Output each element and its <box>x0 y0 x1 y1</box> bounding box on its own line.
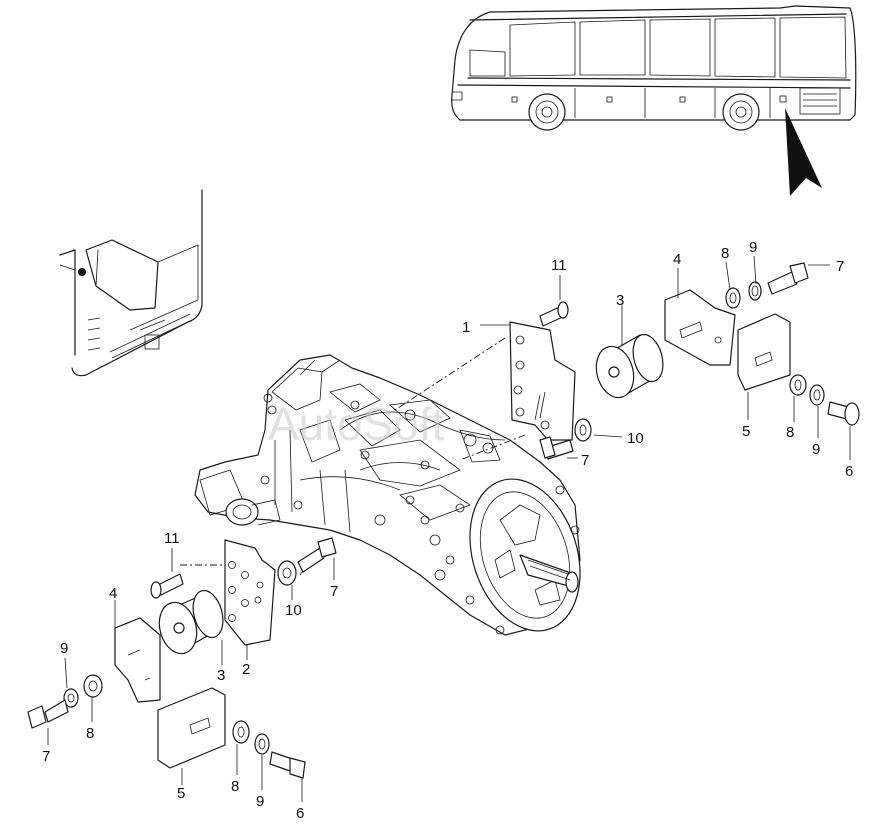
callout-7-mid-left: 7 <box>330 583 338 600</box>
callout-7-left: 7 <box>42 748 50 765</box>
right-mount-group <box>394 255 860 461</box>
callout-8-left: 8 <box>86 725 94 742</box>
location-arrow <box>785 108 822 196</box>
callout-8-right: 8 <box>786 424 794 441</box>
callout-5-right: 5 <box>742 423 750 440</box>
callout-9-left: 9 <box>60 640 68 657</box>
callout-2: 2 <box>242 661 250 678</box>
callout-10-left: 10 <box>285 602 302 619</box>
callout-4-left: 4 <box>109 585 117 602</box>
left-mount-group <box>27 537 337 802</box>
callout-5-left: 5 <box>177 785 185 802</box>
callout-11-right: 11 <box>551 257 567 274</box>
callout-1: 1 <box>462 319 470 336</box>
callout-9-top: 9 <box>749 239 757 256</box>
callout-11-left: 11 <box>164 530 180 547</box>
watermark-text: AutoSoft <box>268 398 445 450</box>
callout-3-left: 3 <box>217 667 225 684</box>
callout-3-right: 3 <box>616 292 624 309</box>
bus-locator-illustration <box>451 5 857 131</box>
callout-6-right: 6 <box>845 463 853 480</box>
callout-8-top: 8 <box>721 245 729 262</box>
gearbox-assembly <box>194 354 581 636</box>
callout-9-bottom: 9 <box>256 793 264 810</box>
callout-8-bottom: 8 <box>231 778 239 795</box>
callout-7-mid-right: 7 <box>581 452 589 469</box>
detail-inset <box>59 189 203 377</box>
callout-4-right: 4 <box>673 251 681 268</box>
callout-6-bottom: 6 <box>296 805 304 822</box>
callout-10-right: 10 <box>627 430 644 447</box>
callout-7-top-right: 7 <box>836 258 844 275</box>
callout-9-right: 9 <box>812 441 820 458</box>
